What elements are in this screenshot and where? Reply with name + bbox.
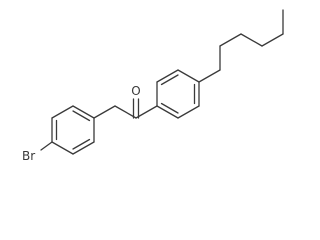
bromine-label: Br	[22, 149, 35, 163]
oxygen-label: O	[131, 84, 140, 98]
carbonyl-double-bond	[132, 98, 140, 119]
bromophenyl-ring	[51, 105, 95, 155]
carbonyl-ring-bond	[135, 105, 158, 119]
ch2-carbonyl-bond	[114, 105, 137, 119]
hexylphenyl-ring	[156, 69, 200, 119]
molecule-structure: Br O	[22, 9, 284, 163]
c-br-bond	[40, 141, 53, 151]
ring-ch2-bond	[93, 105, 116, 119]
hexyl-chain	[198, 9, 284, 83]
